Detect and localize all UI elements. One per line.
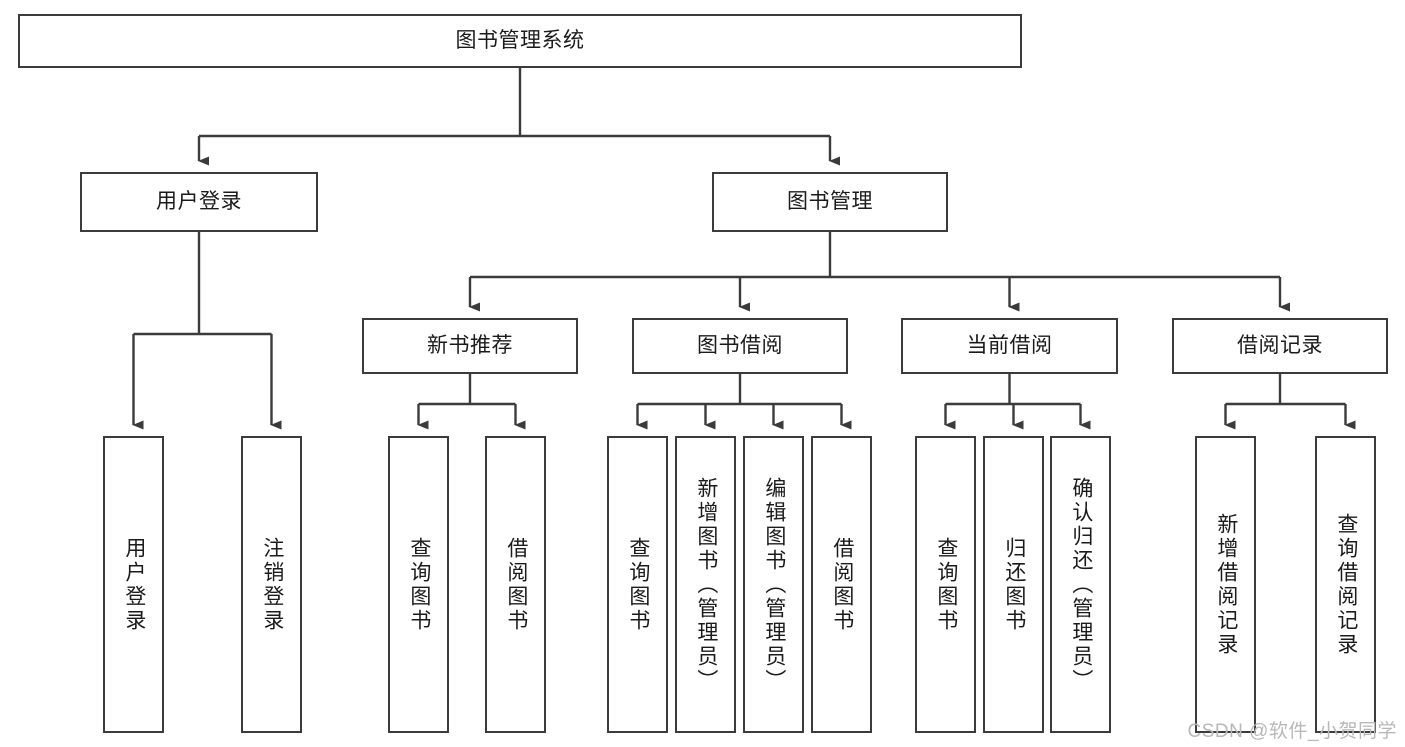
node-label-borrow-record: 借阅记录 [1237, 333, 1323, 357]
node-leaf-query-book-2[interactable]: 查询图书 [607, 436, 668, 733]
node-label-user-login: 用户登录 [156, 189, 242, 213]
node-book-manage[interactable]: 图书管理 [712, 172, 948, 232]
node-leaf-query-book-1[interactable]: 查询图书 [388, 436, 449, 733]
node-label-leaf-logout-login: 注销登录 [260, 536, 284, 633]
node-label-leaf-add-record: 新增借阅记录 [1214, 512, 1238, 657]
node-label-leaf-add-book: 新增图书（管理员） [694, 476, 718, 693]
node-leaf-add-book[interactable]: 新增图书（管理员） [675, 436, 736, 733]
node-label-leaf-query-book-2: 查询图书 [626, 536, 650, 633]
node-label-leaf-borrow-book-2: 借阅图书 [830, 536, 854, 633]
node-book-borrow[interactable]: 图书借阅 [632, 318, 848, 374]
node-label-book-manage: 图书管理 [787, 189, 873, 213]
node-leaf-query-record[interactable]: 查询借阅记录 [1315, 436, 1376, 733]
node-title-box[interactable]: 图书管理系统 [18, 14, 1022, 68]
node-leaf-borrow-book-1[interactable]: 借阅图书 [485, 436, 546, 733]
node-label-leaf-query-record: 查询借阅记录 [1334, 512, 1358, 657]
node-leaf-edit-book[interactable]: 编辑图书（管理员） [743, 436, 804, 733]
node-leaf-query-book-3[interactable]: 查询图书 [915, 436, 976, 733]
node-label-leaf-query-book-1: 查询图书 [407, 536, 431, 633]
node-leaf-user-login[interactable]: 用户登录 [103, 436, 164, 733]
node-leaf-logout-login[interactable]: 注销登录 [241, 436, 302, 733]
node-borrow-record[interactable]: 借阅记录 [1172, 318, 1388, 374]
node-label-title: 图书管理系统 [455, 28, 585, 52]
node-leaf-add-record[interactable]: 新增借阅记录 [1195, 436, 1256, 733]
node-new-book-recommend[interactable]: 新书推荐 [362, 318, 578, 374]
node-current-borrow[interactable]: 当前借阅 [901, 318, 1118, 374]
node-label-leaf-confirm-return: 确认归还（管理员） [1069, 476, 1093, 693]
node-label-leaf-borrow-book-1: 借阅图书 [504, 536, 528, 633]
node-leaf-borrow-book-2[interactable]: 借阅图书 [811, 436, 872, 733]
node-label-leaf-edit-book: 编辑图书（管理员） [762, 476, 786, 693]
node-label-book-borrow: 图书借阅 [697, 333, 783, 357]
node-leaf-return-book[interactable]: 归还图书 [983, 436, 1044, 733]
node-leaf-confirm-return[interactable]: 确认归还（管理员） [1050, 436, 1111, 733]
node-label-new-book-recommend: 新书推荐 [427, 333, 513, 357]
node-label-leaf-user-login: 用户登录 [122, 536, 146, 633]
node-label-leaf-return-book: 归还图书 [1002, 536, 1026, 633]
node-label-current-borrow: 当前借阅 [966, 333, 1053, 357]
node-label-leaf-query-book-3: 查询图书 [934, 536, 958, 633]
node-user-login[interactable]: 用户登录 [80, 172, 318, 232]
